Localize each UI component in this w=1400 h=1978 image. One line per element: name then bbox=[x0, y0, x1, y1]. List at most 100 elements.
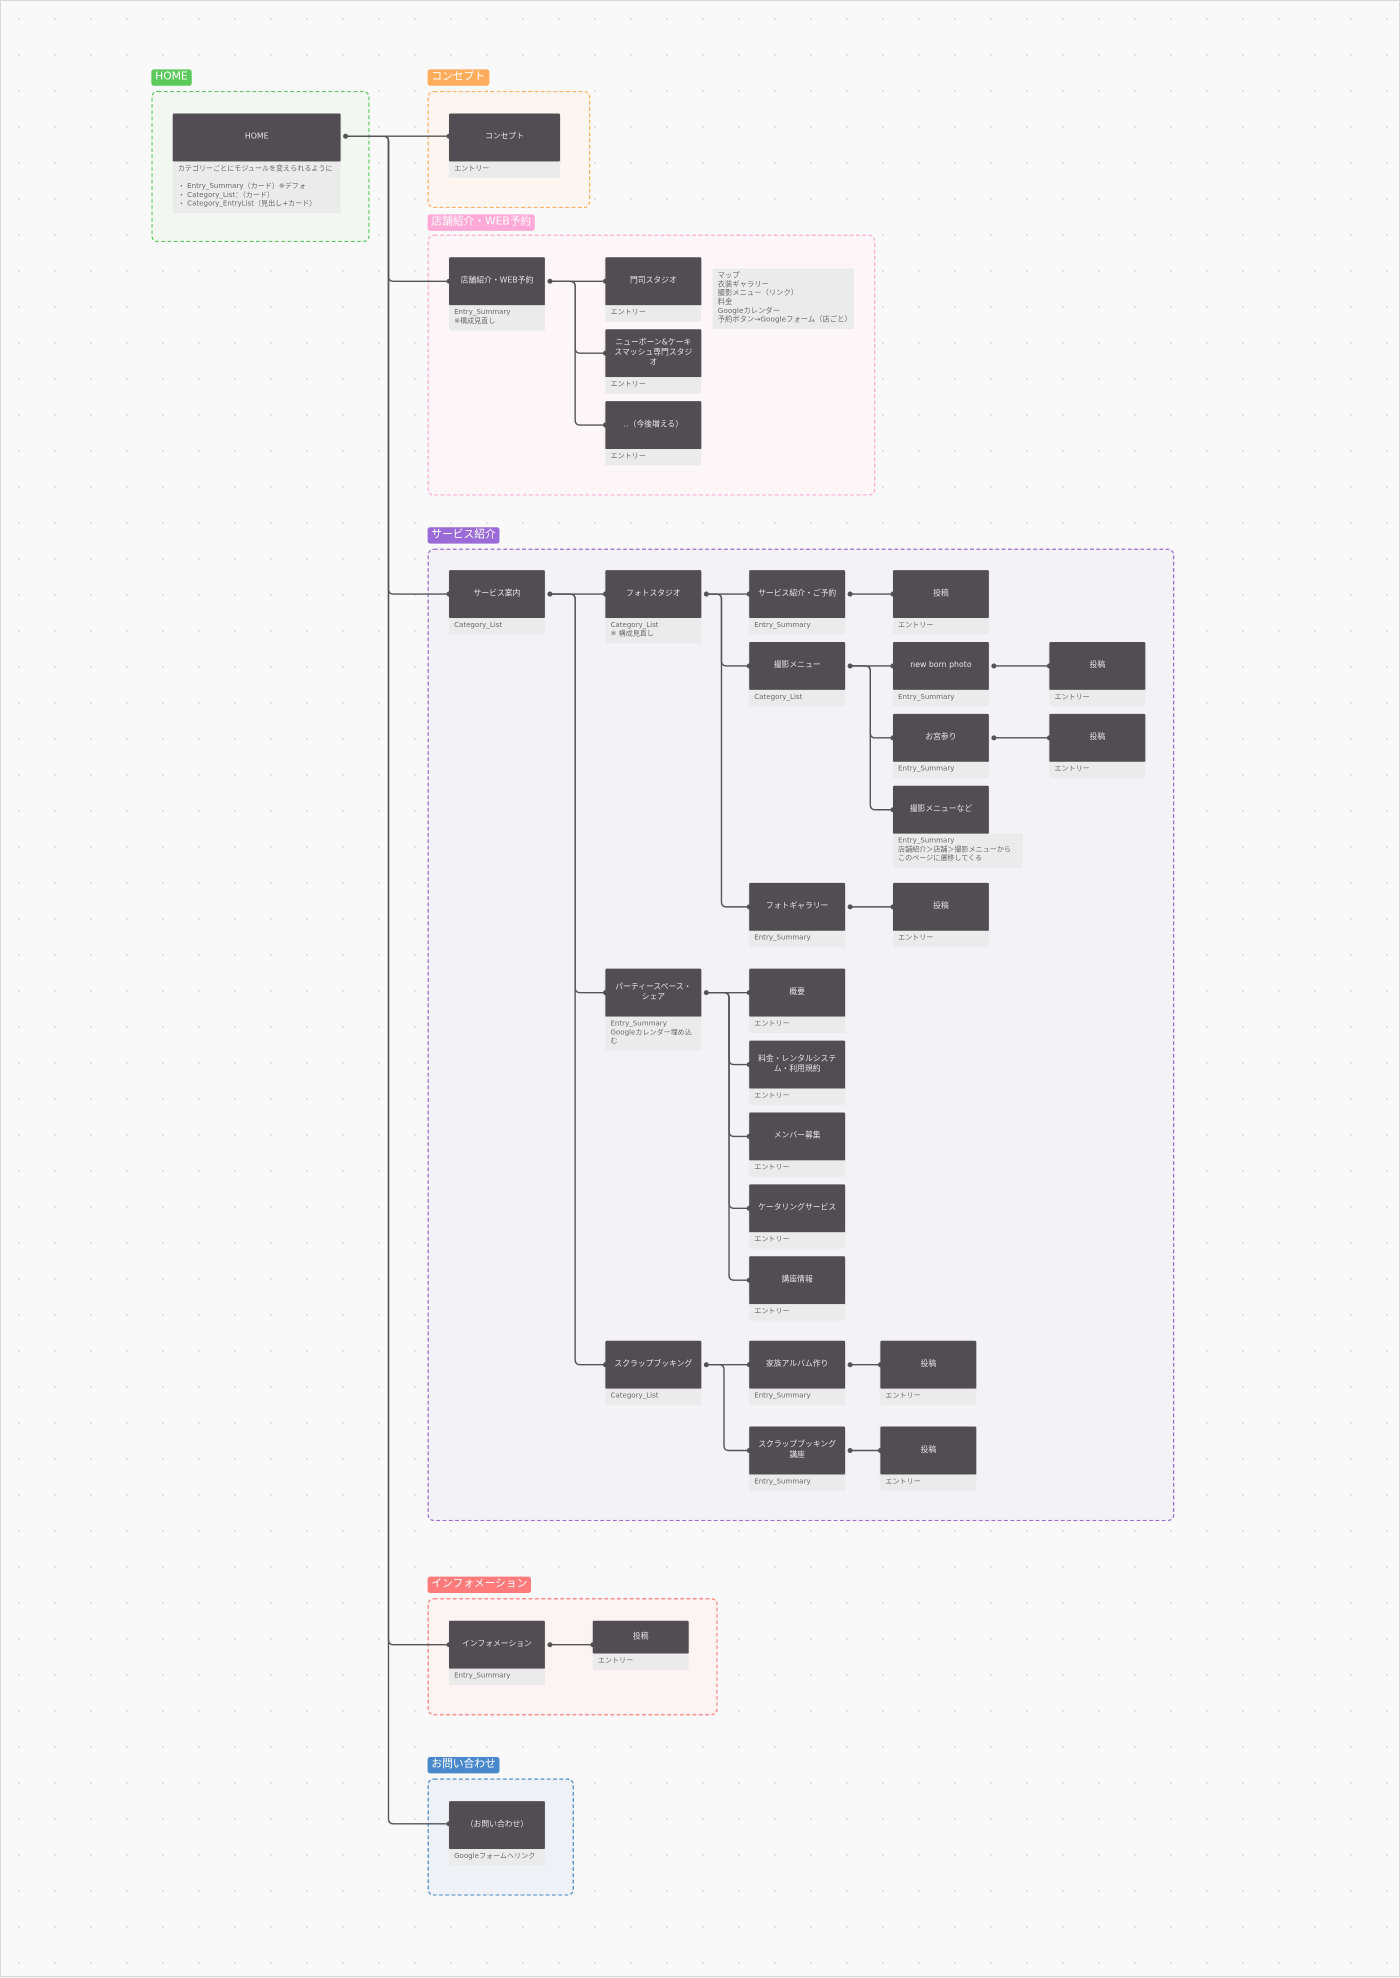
node-note: Category_List bbox=[449, 618, 545, 635]
node-title[interactable]: 投稿 bbox=[880, 1426, 977, 1475]
connector-line bbox=[345, 135, 450, 1825]
node-title[interactable]: 撮影メニュー bbox=[749, 642, 846, 690]
connector-line bbox=[345, 135, 450, 1646]
node-title[interactable]: パーティースペース・シェア bbox=[605, 968, 702, 1017]
node-title[interactable]: スクラップブッキング講座 bbox=[749, 1426, 846, 1475]
node-note: Entry_Summary bbox=[893, 761, 989, 779]
node-note: Entry_Summary 店舗紹介＞店舗＞撮影メニューから このページに遷移し… bbox=[893, 833, 1023, 868]
node-note: エントリー bbox=[605, 377, 702, 394]
node-title[interactable]: 店舗紹介・WEB予約 bbox=[449, 257, 545, 306]
connector-dot bbox=[547, 1642, 553, 1648]
connector-line bbox=[549, 593, 606, 994]
connector-line bbox=[549, 593, 606, 1366]
node-note: Category_List bbox=[605, 1388, 702, 1406]
node-title[interactable]: 投稿 bbox=[1049, 713, 1146, 762]
node-title[interactable]: ニューボーン&ケーキスマッシュ専門スタジオ bbox=[605, 329, 702, 378]
node-moji[interactable]: 門司スタジオエントリー bbox=[605, 257, 702, 322]
node-title[interactable]: 料金・レンタルシステム・利用規約 bbox=[749, 1040, 846, 1089]
node-title[interactable]: 撮影メニューなど bbox=[893, 785, 989, 834]
node-post7[interactable]: 投稿エントリー bbox=[592, 1620, 689, 1670]
node-title[interactable]: フォトギャラリー bbox=[749, 882, 846, 931]
connector-line bbox=[850, 665, 894, 811]
group-label-concept: コンセプト bbox=[427, 69, 489, 86]
node-title[interactable]: フォトスタジオ bbox=[605, 570, 702, 619]
node-title[interactable]: サービス案内 bbox=[449, 570, 545, 619]
node-note: エントリー bbox=[749, 1232, 846, 1249]
group-label-info: インフォメーション bbox=[427, 1576, 532, 1594]
connector-line bbox=[706, 593, 750, 667]
node-note: Entry_Summary ※構成見直し bbox=[449, 305, 545, 331]
node-title[interactable]: HOME bbox=[172, 113, 341, 162]
node-title[interactable]: （お問い合わせ） bbox=[449, 1801, 545, 1850]
node-overview[interactable]: 概要エントリー bbox=[749, 968, 846, 1034]
node-catering[interactable]: ケータリングサービスエントリー bbox=[749, 1184, 846, 1249]
node-title[interactable]: インフォメーション bbox=[449, 1620, 545, 1669]
connector-dot bbox=[547, 591, 553, 597]
node-title[interactable]: お宮参り bbox=[893, 713, 989, 762]
node-title[interactable]: 門司スタジオ bbox=[605, 257, 702, 306]
node-more[interactable]: ..（今後増える）エントリー bbox=[605, 401, 702, 466]
connector-line bbox=[706, 991, 750, 1281]
connector-line bbox=[345, 135, 450, 282]
node-title[interactable]: 投稿 bbox=[592, 1620, 689, 1654]
node-note: エントリー bbox=[880, 1388, 977, 1406]
node-note: エントリー bbox=[449, 161, 561, 178]
node-post2[interactable]: 投稿エントリー bbox=[1049, 642, 1146, 707]
connector-line bbox=[706, 991, 750, 1066]
node-post5[interactable]: 投稿エントリー bbox=[880, 1340, 977, 1406]
connector-line bbox=[706, 593, 750, 908]
node-note: エントリー bbox=[893, 930, 989, 948]
node-contact[interactable]: （お問い合わせ）Googleフォームへリンク bbox=[449, 1801, 545, 1866]
group-label-contact: お問い合わせ bbox=[427, 1756, 500, 1774]
node-member[interactable]: メンバー募集エントリー bbox=[749, 1112, 846, 1177]
connector-line bbox=[549, 280, 606, 426]
node-note: Entry_Summary bbox=[749, 930, 846, 948]
node-newborn-studio[interactable]: ニューボーン&ケーキスマッシュ専門スタジオエントリー bbox=[605, 329, 702, 394]
node-title[interactable]: スクラップブッキング bbox=[605, 1340, 702, 1389]
node-title[interactable]: メンバー募集 bbox=[749, 1112, 846, 1161]
node-price[interactable]: 料金・レンタルシステム・利用規約エントリー bbox=[749, 1040, 846, 1105]
node-title[interactable]: ケータリングサービス bbox=[749, 1184, 846, 1233]
node-title[interactable]: 投稿 bbox=[893, 882, 989, 931]
node-title[interactable]: 投稿 bbox=[880, 1340, 977, 1389]
node-title[interactable]: 投稿 bbox=[893, 570, 989, 619]
node-concept[interactable]: コンセプトエントリー bbox=[449, 113, 561, 178]
group-label-service: サービス紹介 bbox=[427, 527, 500, 544]
node-note: エントリー bbox=[605, 305, 702, 322]
node-note: エントリー bbox=[880, 1474, 977, 1491]
node-title[interactable]: 概要 bbox=[749, 968, 846, 1017]
node-title[interactable]: new born photo bbox=[893, 642, 989, 690]
node-title[interactable]: 投稿 bbox=[1049, 642, 1146, 690]
node-title[interactable]: 家族アルバム作り bbox=[749, 1340, 846, 1389]
connector-line bbox=[345, 135, 450, 595]
node-post1[interactable]: 投稿エントリー bbox=[893, 570, 989, 635]
node-post3[interactable]: 投稿エントリー bbox=[1049, 713, 1146, 779]
node-note: Entry_Summary Googleカレンダー埋め込む bbox=[605, 1016, 702, 1051]
connector-line bbox=[706, 1364, 750, 1452]
node-course[interactable]: 講座情報エントリー bbox=[749, 1256, 846, 1321]
node-post4[interactable]: 投稿エントリー bbox=[893, 882, 989, 948]
node-title[interactable]: サービス紹介・ご予約 bbox=[749, 570, 846, 619]
node-title[interactable]: ..（今後増える） bbox=[605, 401, 702, 450]
connector-line bbox=[706, 991, 750, 1210]
node-post6[interactable]: 投稿エントリー bbox=[880, 1426, 977, 1491]
node-title[interactable]: 講座情報 bbox=[749, 1256, 846, 1305]
group-label-shop: 店舗紹介・WEB予約 bbox=[427, 214, 535, 231]
node-title[interactable]: コンセプト bbox=[449, 113, 561, 162]
